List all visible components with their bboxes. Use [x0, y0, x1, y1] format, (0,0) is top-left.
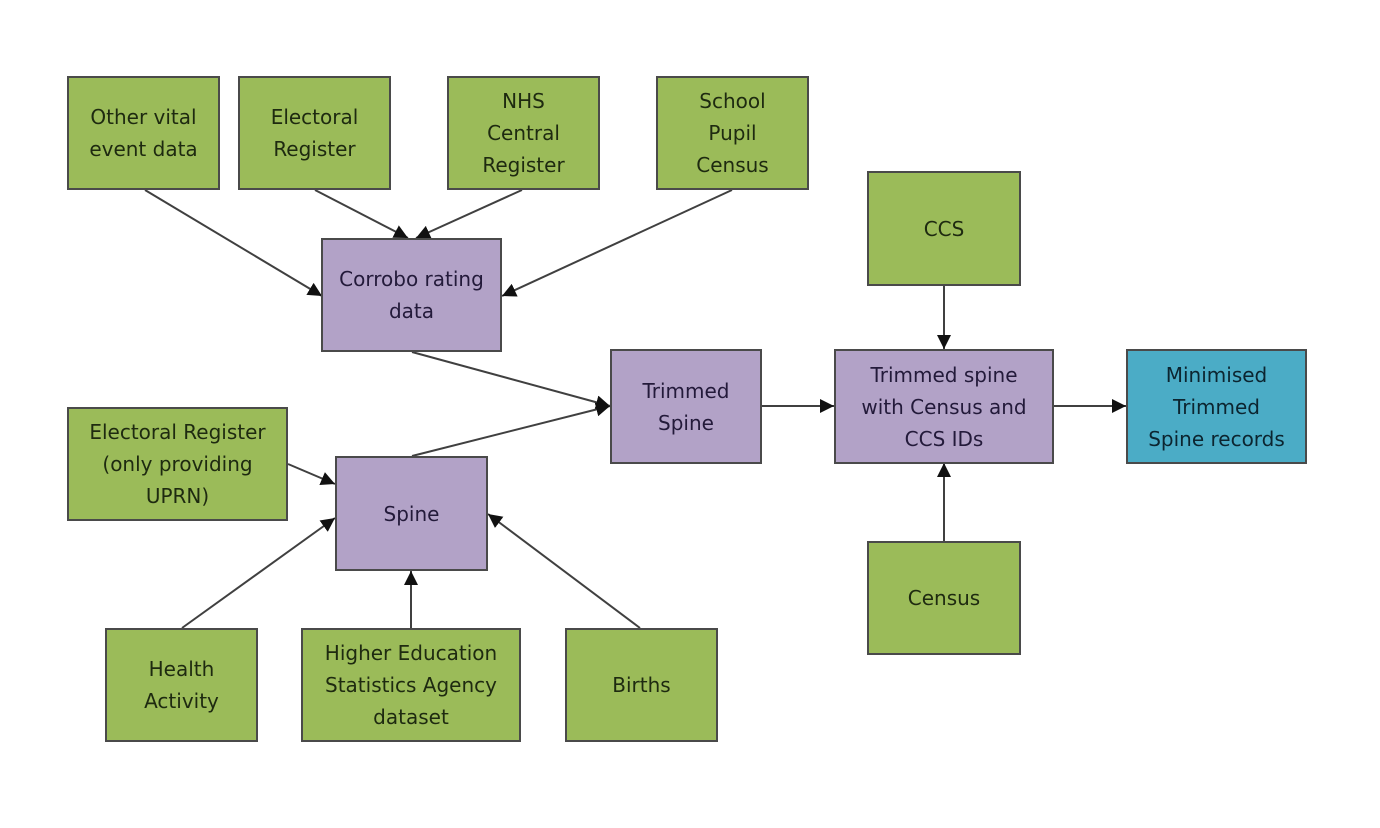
node-minimised-trimmed-spine-records: Minimised Trimmed Spine records [1126, 349, 1307, 464]
node-trimmed-spine: Trimmed Spine [610, 349, 762, 464]
edge-nhs-to-corroborating [415, 189, 523, 239]
node-spine: Spine [335, 456, 488, 571]
node-hesa-dataset: Higher Education Statistics Agency datas… [301, 628, 521, 742]
edge-spine-to-trimmed [411, 402, 611, 457]
node-census: Census [867, 541, 1021, 655]
node-school-pupil-census: School Pupil Census [656, 76, 809, 190]
node-ccs: CCS [867, 171, 1021, 286]
node-corroborating-data: Corrobo rating data [321, 238, 502, 352]
node-health-activity: Health Activity [105, 628, 258, 742]
edge-health-to-spine [181, 517, 336, 629]
edge-electoral-uprn-to-spine [287, 463, 336, 485]
node-trimmed-spine-census-ccs-ids: Trimmed spine with Census and CCS IDs [834, 349, 1054, 464]
edge-school-to-corroborating [501, 189, 733, 297]
node-electoral-register-uprn: Electoral Register (only providing UPRN) [67, 407, 288, 521]
edge-other-vital-to-corroborating [144, 189, 323, 297]
edge-births-to-spine [487, 513, 641, 629]
node-births: Births [565, 628, 718, 742]
edge-corroborating-to-trimmed [411, 351, 611, 410]
edge-electoral-register-to-corroborating [314, 189, 409, 239]
node-electoral-register: Electoral Register [238, 76, 391, 190]
node-other-vital-event-data: Other vital event data [67, 76, 220, 190]
node-nhs-central-register: NHS Central Register [447, 76, 600, 190]
